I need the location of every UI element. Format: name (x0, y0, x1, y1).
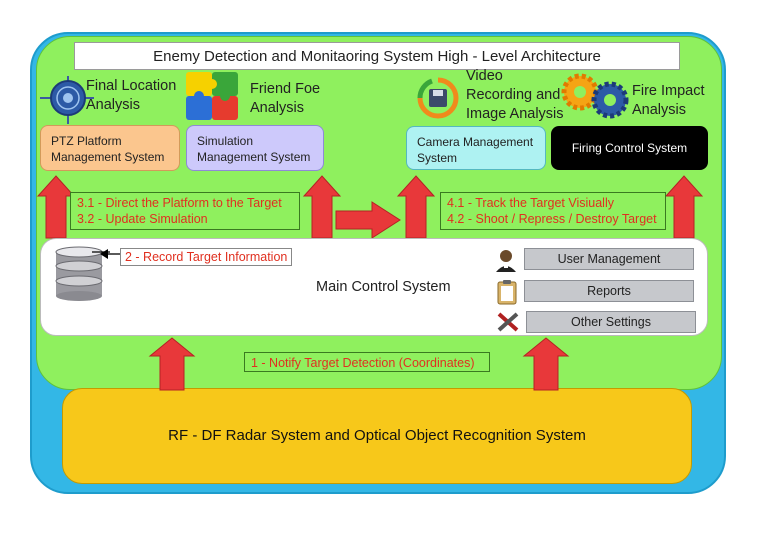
puzzle-icon (186, 72, 238, 120)
platform-note-box: 3.1 - Direct the Platform to the Target … (70, 192, 300, 230)
arrow-up-simulation (302, 175, 342, 239)
ptz-platform-box: PTZ Platform Management System (40, 125, 180, 171)
track-target-note: 4.1 - Track the Target Visiually (447, 196, 614, 210)
user-icon (496, 250, 516, 272)
arrow-up-camera (396, 175, 436, 239)
user-management-button[interactable]: User Management (524, 248, 694, 270)
database-icon (55, 246, 110, 301)
arrow-up-radar-left (148, 337, 196, 391)
reports-button[interactable]: Reports (524, 280, 694, 302)
arrow-up-ptz (36, 175, 76, 239)
camera-management-box: Camera Management System (406, 126, 546, 170)
floppy-refresh-icon (417, 77, 459, 119)
main-control-label: Main Control System (316, 279, 451, 295)
globe-target-icon (40, 76, 94, 124)
firing-control-box: Firing Control System (551, 126, 708, 170)
gears-icon (561, 73, 629, 119)
arrow-right-middle (335, 201, 401, 239)
tools-icon (497, 312, 519, 332)
fire-impact-analysis-label: Fire Impact Analysis (632, 83, 705, 118)
final-location-analysis-label: Final Location Analysis (86, 78, 177, 113)
arrow-up-radar-right (522, 337, 570, 391)
clipboard-icon (497, 280, 517, 305)
diagram-title: Enemy Detection and Monitaoring System H… (74, 42, 680, 70)
shoot-target-note: 4.2 - Shoot / Repress / Destroy Target (447, 212, 657, 226)
update-simulation-note: 3.2 - Update Simulation (77, 212, 208, 226)
other-settings-button[interactable]: Other Settings (526, 311, 696, 333)
target-note-box: 4.1 - Track the Target Visiually 4.2 - S… (440, 192, 666, 230)
friend-foe-analysis-label: Friend Foe Analysis (250, 81, 321, 116)
video-analysis-label: Video Recording and Image Analysis (466, 68, 564, 122)
simulation-management-box: Simulation Management System (186, 125, 324, 171)
record-info-note: 2 - Record Target Information (120, 248, 293, 266)
arrow-up-firing (664, 175, 704, 239)
notify-detection-note: 1 - Notify Target Detection (Coordinates… (244, 352, 490, 372)
direct-platform-note: 3.1 - Direct the Platform to the Target (77, 196, 282, 210)
radar-system-label: RF - DF Radar System and Optical Object … (168, 427, 586, 444)
record-pointer-arrow (100, 249, 120, 259)
radar-system-box: RF - DF Radar System and Optical Object … (62, 388, 692, 484)
